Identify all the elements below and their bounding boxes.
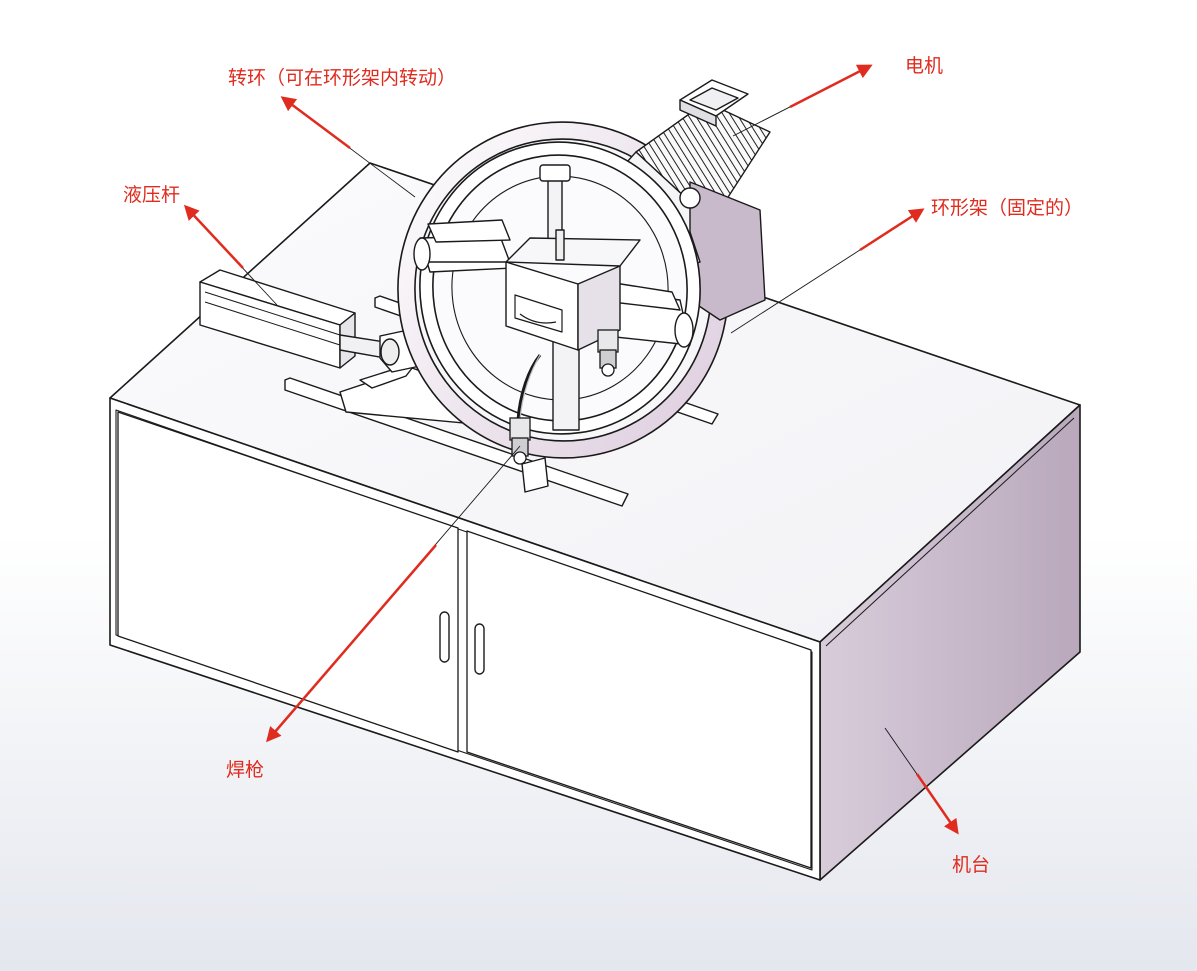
label-motor: 电机 xyxy=(905,55,944,77)
arrow-machine-base xyxy=(915,773,959,835)
label-rotating-ring: 转环（可在环形架内转动） xyxy=(228,67,457,89)
torch-carriage xyxy=(413,164,694,431)
label-welding-torch: 焊枪 xyxy=(226,759,265,781)
arrow-ring-frame xyxy=(859,208,925,252)
arrow-welding-torch xyxy=(266,544,437,743)
welding-torch xyxy=(509,329,619,465)
hydraulic-rod xyxy=(199,269,421,373)
arrow-hydraulic-rod xyxy=(183,204,244,269)
arrow-motor xyxy=(789,64,873,109)
label-hydraulic-rod: 液压杆 xyxy=(123,184,181,206)
arrow-rotating-ring xyxy=(280,96,351,150)
annotation-arrows xyxy=(183,64,959,835)
label-machine-base: 机台 xyxy=(952,854,991,876)
label-ring-frame: 环形架（固定的） xyxy=(931,197,1084,219)
